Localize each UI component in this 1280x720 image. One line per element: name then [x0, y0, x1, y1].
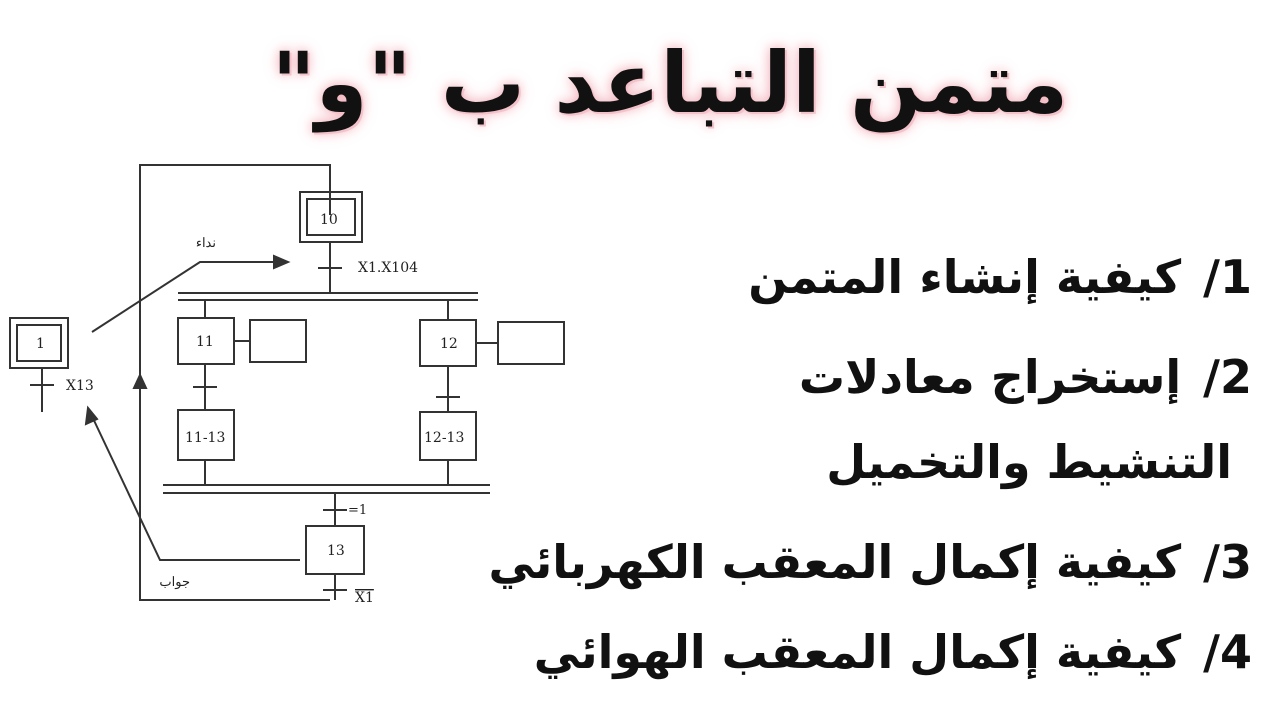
- transition-1-label: X13: [66, 378, 94, 394]
- transition-13-in-label: =1: [348, 503, 367, 518]
- step-13-label: 13: [327, 543, 345, 559]
- action-12: [497, 321, 565, 365]
- step-1-inner: [16, 324, 62, 362]
- list-item: التنشيط والتخميل: [826, 435, 1232, 489]
- step-12-13-label: 12-13: [424, 430, 464, 446]
- answer-label: جواب: [159, 575, 190, 590]
- item-number: 2/: [1203, 350, 1252, 404]
- item-text: التنشيط والتخميل: [826, 435, 1232, 489]
- action-11: [249, 319, 307, 363]
- item-number: 1/: [1203, 250, 1252, 304]
- list-item: 3/كيفية إكمال المعقب الكهربائي: [488, 535, 1252, 589]
- step-10-inner: [306, 198, 356, 236]
- step-10-label: 10: [320, 212, 338, 228]
- call-label: نداء: [196, 236, 216, 251]
- item-text: كيفية إنشاء المتمن: [748, 250, 1182, 304]
- grafcet-diagram: 10 1 11 12 11-13 12-13 13 X1.X104 X13 =1…: [9, 164, 565, 606]
- transition-10-label: X1.X104: [358, 260, 418, 276]
- list-item: 4/كيفية إكمال المعقب الهوائي: [534, 625, 1252, 679]
- call-arrow: [91, 261, 285, 333]
- loop-line: [139, 164, 331, 601]
- page-title: متمن التباعد ب "و": [271, 34, 1069, 132]
- item-text: إستخراج معادلات: [798, 350, 1182, 404]
- step-1-outer: [9, 317, 69, 369]
- answer-arrow: [89, 411, 300, 561]
- step-1-label: 1: [36, 336, 45, 352]
- step-12-label: 12: [440, 336, 458, 352]
- item-number: 4/: [1203, 625, 1252, 679]
- item-text: كيفية إكمال المعقب الكهربائي: [488, 535, 1182, 589]
- step-11-13-label: 11-13: [185, 430, 225, 446]
- list-item: 1/كيفية إنشاء المتمن: [748, 250, 1252, 304]
- item-text: كيفية إكمال المعقب الهوائي: [533, 625, 1182, 679]
- list-item: 2/إستخراج معادلات: [799, 350, 1252, 404]
- loop-arrow: [132, 372, 148, 389]
- step-11-label: 11: [196, 334, 214, 350]
- item-number: 3/: [1203, 535, 1252, 589]
- transition-13-out-label: X1: [355, 590, 374, 606]
